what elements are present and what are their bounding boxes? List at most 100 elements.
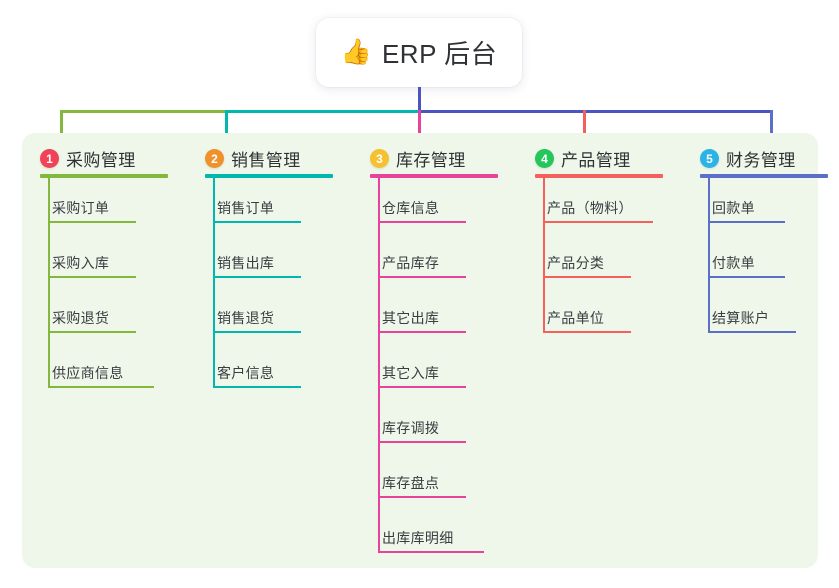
module-item[interactable]: 产品单位 [543, 303, 631, 333]
module-item[interactable]: 仓库信息 [378, 193, 466, 223]
module-underline [205, 174, 333, 178]
module-item[interactable]: 库存盘点 [378, 468, 466, 498]
module-item[interactable]: 付款单 [708, 248, 785, 278]
module-spine [708, 178, 710, 333]
module-item-label: 回款单 [712, 200, 755, 216]
module-item-label: 仓库信息 [382, 200, 440, 216]
module-badge-2: 2 [205, 149, 224, 168]
module-header-3[interactable]: 3 库存管理 [370, 146, 466, 171]
module-item-rule [708, 276, 785, 278]
module-badge-3: 3 [370, 149, 389, 168]
module-item-rule [378, 276, 466, 278]
module-item[interactable]: 客户信息 [213, 358, 301, 388]
module-underline [535, 174, 663, 178]
module-item[interactable]: 采购退货 [48, 303, 136, 333]
bus-drop-line [770, 110, 773, 140]
module-item-rule [213, 331, 301, 333]
module-item[interactable]: 销售出库 [213, 248, 301, 278]
module-item-rule [378, 386, 466, 388]
module-item[interactable]: 产品分类 [543, 248, 631, 278]
module-item[interactable]: 销售订单 [213, 193, 301, 223]
module-column-4: 4 产品管理产品（物料） 产品分类产品单位 [517, 133, 682, 568]
module-item-rule [543, 276, 631, 278]
module-title: 财务管理 [726, 151, 796, 170]
module-item-label: 出库库明细 [382, 530, 454, 546]
page-title: ERP 后台 [381, 39, 498, 69]
module-item-rule [48, 221, 136, 223]
module-header-1[interactable]: 1 采购管理 [40, 146, 136, 171]
root-node-content: 👍 ERP 后台 [341, 34, 497, 71]
module-item[interactable]: 采购入库 [48, 248, 136, 278]
module-item-rule [48, 276, 136, 278]
module-item-label: 销售出库 [217, 255, 275, 271]
module-title: 采购管理 [66, 151, 136, 170]
module-underline [370, 174, 498, 178]
module-item-rule [543, 221, 653, 223]
thumbs-up-icon: 👍 [340, 38, 372, 66]
module-item[interactable]: 出库库明细 [378, 523, 484, 553]
module-column-2: 2 销售管理销售订单销售出库销售退货客户信息 [187, 133, 352, 568]
module-item-label: 销售退货 [217, 310, 275, 326]
module-item-label: 客户信息 [217, 365, 275, 381]
module-badge-5: 5 [700, 149, 719, 168]
module-item-label: 付款单 [712, 255, 755, 271]
module-item-rule [378, 221, 466, 223]
module-title: 销售管理 [231, 151, 301, 170]
module-item-label: 产品单位 [547, 310, 605, 326]
module-column-1: 1 采购管理采购订单采购入库采购退货供应商信息 [22, 133, 187, 568]
module-item-rule [48, 331, 136, 333]
root-node-card[interactable]: 👍 ERP 后台 [316, 18, 522, 87]
module-item-rule [213, 276, 301, 278]
modules-panel [22, 133, 818, 568]
module-item-label: 采购订单 [52, 200, 110, 216]
module-item[interactable]: 库存调拨 [378, 413, 466, 443]
module-item[interactable]: 产品（物料） [543, 193, 653, 223]
module-header-2[interactable]: 2 销售管理 [205, 146, 301, 171]
module-spine [213, 178, 215, 388]
module-item-label: 库存调拨 [382, 420, 440, 436]
module-item-rule [378, 496, 466, 498]
module-column-3: 3 库存管理仓库信息产品库存其它出库其它入库库存调拨库存盘点出库库明细 [352, 133, 517, 568]
module-spine [543, 178, 545, 333]
module-item-label: 供应商信息 [52, 365, 124, 381]
module-item-label: 其它入库 [382, 365, 440, 381]
module-item-label: 其它出库 [382, 310, 440, 326]
module-column-5: 5 财务管理回款单付款单结算账户 [682, 133, 839, 568]
module-item-label: 采购入库 [52, 255, 110, 271]
bus-drop-line [418, 110, 421, 140]
module-underline [40, 174, 168, 178]
module-title: 库存管理 [396, 151, 466, 170]
module-item-label: 采购退货 [52, 310, 110, 326]
module-underline [700, 174, 828, 178]
module-item[interactable]: 回款单 [708, 193, 785, 223]
module-item[interactable]: 其它出库 [378, 303, 466, 333]
module-item-rule [48, 386, 154, 388]
module-title: 产品管理 [561, 151, 631, 170]
module-item-rule [213, 386, 301, 388]
module-item-label: 产品（物料） [547, 200, 633, 216]
module-header-5[interactable]: 5 财务管理 [700, 146, 796, 171]
module-item[interactable]: 产品库存 [378, 248, 466, 278]
module-item-label: 产品分类 [547, 255, 605, 271]
module-badge-4: 4 [535, 149, 554, 168]
module-item-rule [378, 551, 484, 553]
module-item[interactable]: 供应商信息 [48, 358, 154, 388]
module-item[interactable]: 销售退货 [213, 303, 301, 333]
module-item-rule [708, 221, 785, 223]
module-item-rule [213, 221, 301, 223]
module-item-rule [543, 331, 631, 333]
module-item[interactable]: 其它入库 [378, 358, 466, 388]
module-item-label: 库存盘点 [382, 475, 440, 491]
module-item[interactable]: 采购订单 [48, 193, 136, 223]
module-header-4[interactable]: 4 产品管理 [535, 146, 631, 171]
bus-drop-line [225, 110, 228, 140]
module-spine [48, 178, 50, 388]
module-item-label: 产品库存 [382, 255, 440, 271]
module-item-rule [708, 331, 796, 333]
bus-segment [60, 110, 227, 113]
root-connector-line [418, 87, 421, 110]
module-item[interactable]: 结算账户 [708, 303, 796, 333]
bus-segment [227, 110, 418, 113]
module-badge-1: 1 [40, 149, 59, 168]
